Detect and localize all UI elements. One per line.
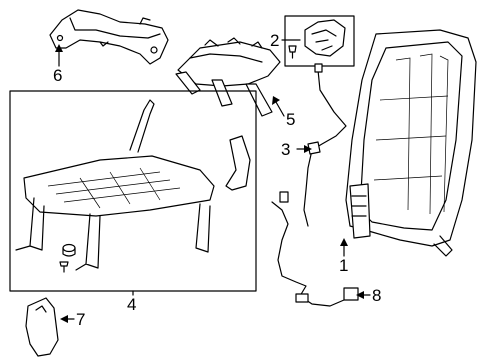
callout-4: 4 xyxy=(127,295,137,314)
callout-2: 2 xyxy=(270,31,280,50)
part-6-bracket xyxy=(49,9,169,65)
leader-lines xyxy=(55,39,371,323)
callout-5: 5 xyxy=(286,110,296,129)
callout-3: 3 xyxy=(281,140,291,159)
callout-1: 1 xyxy=(339,256,349,275)
part-4-cushion-frame xyxy=(15,99,251,273)
part-7-trim-cover xyxy=(25,297,59,357)
part-5-rail-bracket xyxy=(175,37,281,117)
callout-7: 7 xyxy=(76,310,86,329)
part-1-seatback-frame xyxy=(345,29,477,257)
part-3-cable xyxy=(303,63,347,227)
callout-8: 8 xyxy=(372,286,382,305)
part-8-harness xyxy=(271,191,359,307)
part-2-module-box xyxy=(284,15,355,67)
callout-6: 6 xyxy=(53,66,63,85)
